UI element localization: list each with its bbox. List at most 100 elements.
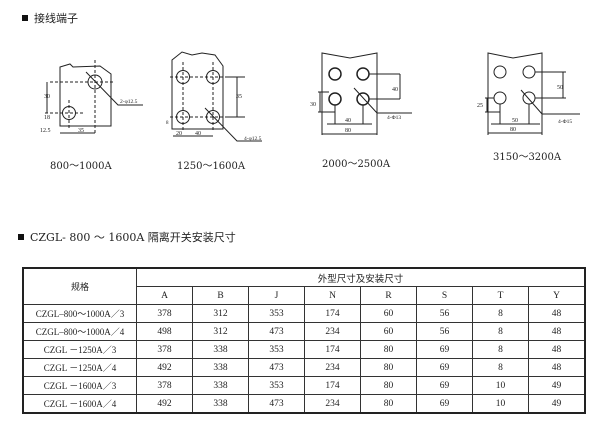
spec-header: 规格 [22, 267, 137, 305]
value-cell: 353 [248, 304, 305, 323]
value-cell: 56 [416, 304, 473, 323]
svg-text:4-φ12.5: 4-φ12.5 [244, 136, 262, 142]
terminal-diagram-2: 35 20 40 4-φ12.5 8 [166, 51, 262, 142]
value-cell: 473 [248, 322, 305, 341]
spec-cell: CZGL －1250A／4 [22, 358, 137, 377]
value-cell: 60 [360, 322, 417, 341]
svg-text:35: 35 [236, 94, 242, 100]
svg-text:8: 8 [166, 121, 169, 126]
value-cell: 8 [472, 340, 529, 359]
value-cell: 338 [192, 340, 249, 359]
value-cell: 69 [416, 394, 473, 414]
diagram-caption-1: 800～1000A [50, 161, 112, 172]
svg-text:12.5: 12.5 [40, 128, 51, 134]
value-cell: 48 [528, 322, 586, 341]
column-header-s: S [416, 286, 473, 305]
value-cell: 80 [360, 376, 417, 395]
terminal-diagrams: 30 18 12.5 35 2-φ12.5 35 20 40 4-φ12.5 8… [40, 51, 580, 142]
value-cell: 378 [136, 304, 193, 323]
svg-text:50: 50 [512, 118, 518, 124]
diagram-caption-4: 3150～3200A [493, 152, 562, 163]
value-cell: 48 [528, 304, 586, 323]
group-header: 外型尺寸及安装尺寸 [136, 267, 586, 287]
spec-cell: CZGL–800～1000A／3 [22, 304, 137, 323]
value-cell: 8 [472, 358, 529, 377]
diagram-caption-3: 2000～2500A [322, 159, 391, 170]
value-cell: 498 [136, 322, 193, 341]
value-cell: 473 [248, 358, 305, 377]
value-cell: 338 [192, 358, 249, 377]
svg-text:30: 30 [44, 94, 50, 100]
svg-text:30: 30 [310, 102, 316, 108]
value-cell: 10 [472, 394, 529, 414]
diagram-caption-2: 1250～1600A [177, 161, 246, 172]
svg-text:50: 50 [557, 85, 563, 91]
svg-text:40: 40 [345, 118, 351, 124]
value-cell: 174 [304, 340, 361, 359]
svg-text:4-Φ13: 4-Φ13 [387, 115, 401, 121]
value-cell: 80 [360, 394, 417, 414]
value-cell: 353 [248, 340, 305, 359]
svg-text:40: 40 [195, 131, 201, 137]
value-cell: 234 [304, 358, 361, 377]
bullet-square-icon [22, 15, 28, 21]
terminal-diagram-3: 40 30 40 80 4-Φ13 [310, 52, 412, 135]
column-header-j: J [248, 286, 305, 305]
svg-text:4-Φ15: 4-Φ15 [558, 119, 572, 125]
svg-text:20: 20 [176, 131, 182, 137]
svg-text:80: 80 [345, 128, 351, 134]
value-cell: 8 [472, 304, 529, 323]
value-cell: 8 [472, 322, 529, 341]
value-cell: 60 [360, 304, 417, 323]
value-cell: 56 [416, 322, 473, 341]
column-header-b: B [192, 286, 249, 305]
svg-text:80: 80 [510, 127, 516, 133]
svg-text:25: 25 [477, 103, 483, 109]
svg-text:35: 35 [78, 128, 84, 134]
value-cell: 473 [248, 394, 305, 414]
value-cell: 80 [360, 340, 417, 359]
value-cell: 49 [528, 376, 586, 395]
value-cell: 492 [136, 394, 193, 414]
value-cell: 69 [416, 376, 473, 395]
column-header-r: R [360, 286, 417, 305]
value-cell: 69 [416, 358, 473, 377]
column-header-t: T [472, 286, 529, 305]
terminal-diagram-1: 30 18 12.5 35 2-φ12.5 [40, 60, 143, 134]
value-cell: 48 [528, 358, 586, 377]
spec-cell: CZGL–800～1000A／4 [22, 322, 137, 341]
terminal-diagram-4: 50 25 50 80 4-Φ15 [477, 52, 580, 135]
spec-cell: CZGL －1600A／4 [22, 394, 137, 414]
value-cell: 378 [136, 376, 193, 395]
value-cell: 338 [192, 376, 249, 395]
value-cell: 80 [360, 358, 417, 377]
spec-cell: CZGL －1250A／3 [22, 340, 137, 359]
value-cell: 378 [136, 340, 193, 359]
value-cell: 338 [192, 394, 249, 414]
column-header-y: Y [528, 286, 586, 305]
section-table-title: CZGL- 800 ～ 1600A 隔离开关安装尺寸 [18, 229, 236, 245]
value-cell: 69 [416, 340, 473, 359]
value-cell: 174 [304, 304, 361, 323]
value-cell: 49 [528, 394, 586, 414]
section-terminal-title: 接线端子 [22, 10, 78, 26]
value-cell: 174 [304, 376, 361, 395]
column-header-n: N [304, 286, 361, 305]
value-cell: 312 [192, 304, 249, 323]
svg-text:18: 18 [44, 115, 50, 121]
value-cell: 312 [192, 322, 249, 341]
value-cell: 353 [248, 376, 305, 395]
value-cell: 48 [528, 340, 586, 359]
svg-text:40: 40 [392, 87, 398, 93]
spec-cell: CZGL －1600A／3 [22, 376, 137, 395]
value-cell: 492 [136, 358, 193, 377]
value-cell: 10 [472, 376, 529, 395]
value-cell: 234 [304, 322, 361, 341]
